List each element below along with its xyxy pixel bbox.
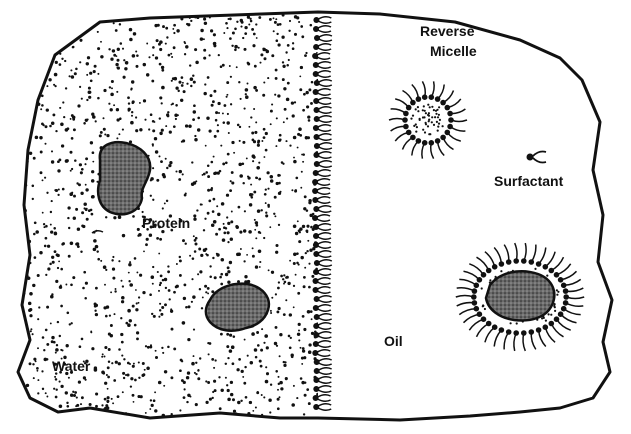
protein-label: Protein bbox=[142, 215, 190, 231]
reverse-micelle-label-line1: Reverse bbox=[420, 23, 475, 39]
water-label: Water bbox=[52, 358, 90, 374]
oil-label: Oil bbox=[384, 333, 403, 349]
surfactant-label: Surfactant bbox=[494, 173, 563, 189]
reverse-micelle-label-line2: Micelle bbox=[430, 43, 477, 59]
protein-molecule bbox=[486, 271, 554, 320]
